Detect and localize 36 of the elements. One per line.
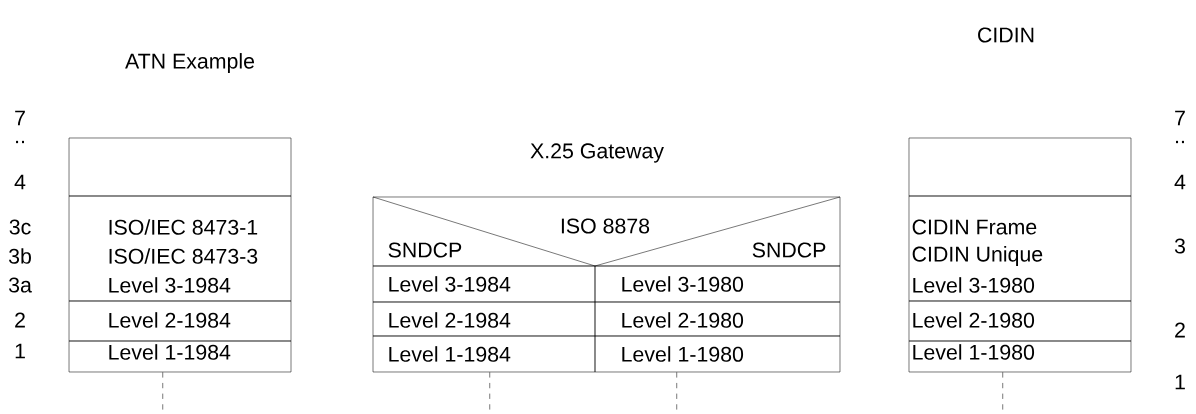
layer-cell: Level 1-1984 [372,335,596,373]
dashed-line [676,372,677,411]
layer-cell: Level 2-1980 [908,300,1132,342]
heading: X.25 Gateway [530,143,664,163]
layer-number: 7 [1175,110,1185,126]
layer-cell: CIDIN Frame CIDIN Unique Level 3-1980 [908,195,1132,302]
heading: CIDIN [978,27,1034,43]
layer-number: 7 [15,110,25,126]
dashed-line [162,372,163,411]
layer-cell: Level 1-1980 [908,340,1132,373]
dashed-line [1002,372,1003,411]
layer-number: 4 [1174,174,1186,190]
layer-number: 3b [8,248,31,264]
layer-number: 3a [8,277,32,293]
layer-cell: Level 1-1984 [68,340,292,373]
layer-cell: ISO/IEC 8473-1 ISO/IEC 8473-3 Level 3-1984 [68,195,292,302]
layer-number: .. [1176,140,1184,144]
layer-cell: Level 2-1984 [68,300,292,342]
empty-cell [68,137,292,197]
gateway-cell: ISO 8878 SNDCP SNDCP [372,196,841,267]
layer-cell: Level 2-1984 [372,301,596,337]
layer-number: 4 [14,174,26,190]
layer-number: .. [16,140,24,144]
layer-cell: Level 1-1980 [594,335,841,373]
layer-number: 2 [1175,322,1185,338]
empty-cell [908,137,1132,197]
layer-number: 3c [9,219,31,235]
layer-number: 3 [1174,238,1185,254]
layer-cell: Level 2-1980 [594,301,841,337]
layer-number: 2 [15,312,25,328]
heading: ATN Example [125,53,255,73]
dashed-line [489,372,490,411]
layer-number: 1 [15,343,25,359]
layer-cell: Level 3-1984 [372,265,596,303]
layer-cell: Level 3-1980 [594,265,841,303]
layer-number: 1 [1175,374,1185,390]
